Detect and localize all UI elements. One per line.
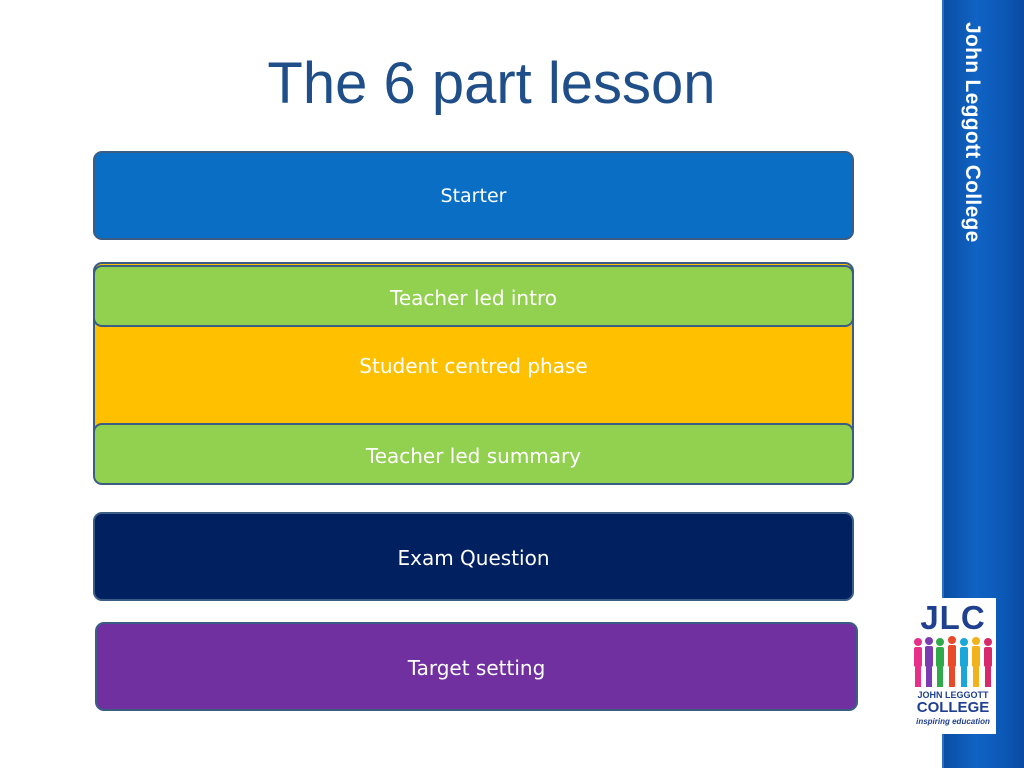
target-setting-label: Target setting	[407, 656, 546, 680]
exam-question-label: Exam Question	[397, 546, 550, 570]
logo-tagline: inspiring education	[916, 717, 990, 726]
logo-initials: JLC	[920, 599, 986, 636]
teacher-led-intro-label: Teacher led intro	[390, 286, 557, 310]
college-logo: JLC	[910, 598, 996, 734]
logo-name-line1: JOHN LEGGOTT	[917, 690, 989, 700]
teacher-led-summary-label: Teacher led summary	[365, 444, 582, 468]
teacher-led-summary-box: Teacher led summary	[93, 423, 854, 485]
target-setting-box: Target setting	[95, 622, 858, 711]
logo-people-figures-icon	[914, 636, 992, 687]
logo-name-line2: COLLEGE	[916, 699, 990, 716]
exam-question-box: Exam Question	[93, 512, 854, 601]
college-name-vertical: John Leggott College	[961, 22, 984, 243]
student-centred-phase-label: Student centred phase	[359, 354, 588, 378]
teacher-led-intro-box: Teacher led intro	[93, 265, 854, 327]
slide-title: The 6 part lesson	[267, 51, 716, 116]
starter-box: Starter	[93, 151, 854, 240]
starter-label: Starter	[440, 185, 507, 207]
